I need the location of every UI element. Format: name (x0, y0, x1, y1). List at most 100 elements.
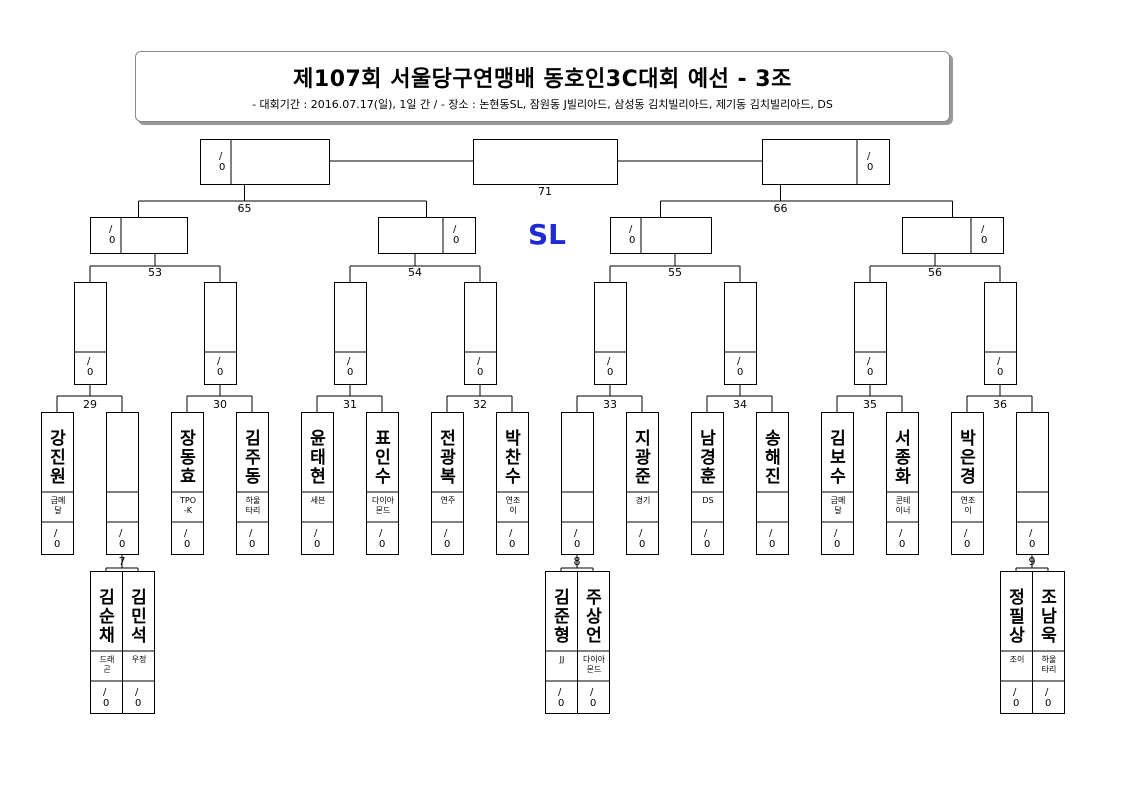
advance-box (464, 282, 497, 385)
score-cell: /0 (347, 356, 354, 378)
score-cell: /0 (453, 224, 460, 246)
advance-box (204, 282, 237, 385)
score-cell: /0 (997, 356, 1004, 378)
player-club: 조이 (1009, 655, 1025, 664)
match-number: 32 (473, 398, 487, 411)
match-number: 66 (773, 202, 788, 215)
player-club: DS (702, 496, 714, 505)
final-box (200, 139, 330, 185)
player-box (366, 412, 399, 555)
advance-box (984, 282, 1017, 385)
match-number: 34 (733, 398, 747, 411)
player-box (41, 412, 74, 555)
player-box (951, 412, 984, 555)
player-box (626, 412, 659, 555)
match-number: 30 (213, 398, 227, 411)
semifinal-box (378, 217, 476, 254)
score-cell: /0 (590, 687, 597, 709)
advance-box (334, 282, 367, 385)
match-number: 56 (928, 266, 942, 279)
match-number: 35 (863, 398, 877, 411)
champion-box (473, 139, 618, 185)
page-title: 제107회 서울당구연맹배 동호인3C대회 예선 - 3조 (293, 67, 792, 92)
match-number: 65 (237, 202, 252, 215)
score-cell: /0 (217, 356, 224, 378)
player-box (236, 412, 269, 555)
semifinal-box (90, 217, 188, 254)
score-cell: /0 (103, 687, 110, 709)
player-club: 연주 (440, 496, 456, 505)
title-box: 제107회 서울당구연맹배 동호인3C대회 예선 - 3조 - 대회기간 : 2… (135, 51, 950, 122)
score-cell: /0 (899, 528, 906, 550)
player-club: 세븐 (310, 496, 326, 505)
score-cell: /0 (558, 687, 565, 709)
score-cell: /0 (184, 528, 191, 550)
match-number: 53 (148, 266, 162, 279)
score-cell: /0 (219, 150, 226, 173)
score-cell: /0 (87, 356, 94, 378)
final-box (762, 139, 890, 185)
player-club: 우정 (131, 655, 147, 664)
score-cell: /0 (1013, 687, 1020, 709)
score-cell: /0 (119, 528, 126, 550)
player-box (496, 412, 529, 555)
player-club: 경기 (635, 496, 651, 505)
match-number: 31 (343, 398, 357, 411)
match-number: 36 (993, 398, 1007, 411)
player-box (577, 571, 610, 714)
score-cell: /0 (1029, 528, 1036, 550)
score-cell: /0 (477, 356, 484, 378)
score-cell: /0 (639, 528, 646, 550)
player-box (301, 412, 334, 555)
score-cell: /0 (509, 528, 516, 550)
semifinal-box (902, 217, 1004, 254)
score-cell: /0 (54, 528, 61, 550)
page-subtitle: - 대회기간 : 2016.07.17(일), 1일 간 / - 장소 : 논현… (252, 98, 833, 111)
score-cell: /0 (574, 528, 581, 550)
score-cell: /0 (769, 528, 776, 550)
player-box (1032, 571, 1065, 714)
score-cell: /0 (314, 528, 321, 550)
semifinal-box (610, 217, 712, 254)
score-cell: /0 (444, 528, 451, 550)
player-box (756, 412, 789, 555)
score-cell: /0 (964, 528, 971, 550)
advance-box (854, 282, 887, 385)
advance-box (594, 282, 627, 385)
match-number: 9 (1028, 555, 1036, 568)
score-cell: /0 (135, 687, 142, 709)
match-number: 54 (408, 266, 422, 279)
match-number: 7 (118, 555, 126, 568)
player-box (821, 412, 854, 555)
match-number: 29 (83, 398, 97, 411)
score-cell: /0 (607, 356, 614, 378)
score-cell: /0 (109, 224, 116, 246)
match-number: 33 (603, 398, 617, 411)
score-cell: /0 (629, 224, 636, 246)
score-cell: /0 (1045, 687, 1052, 709)
score-cell: /0 (834, 528, 841, 550)
